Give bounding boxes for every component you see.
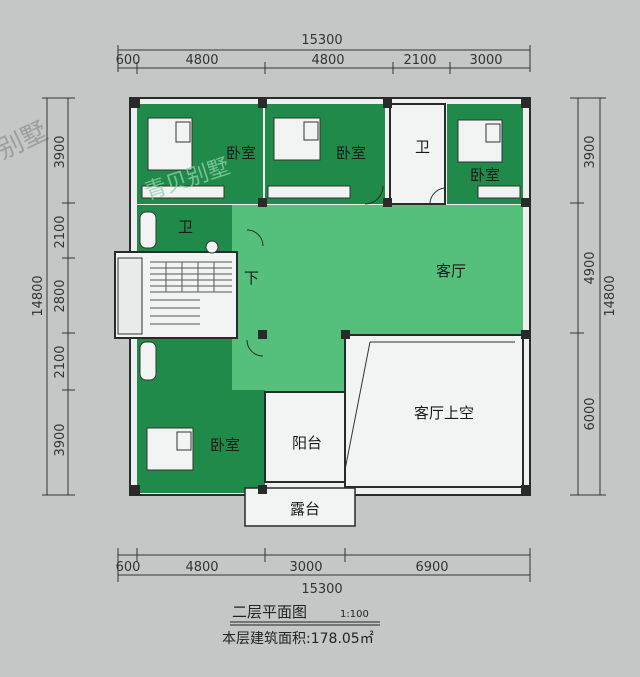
label-balcony: 阳台 (292, 434, 322, 452)
dim-top-2: 4800 (185, 53, 218, 68)
label-living: 客厅 (436, 262, 466, 280)
top-dimensions (117, 45, 531, 74)
living-void-floor (344, 334, 524, 488)
watermark-left: 别墅 (0, 116, 53, 165)
bed-nw (147, 117, 193, 171)
dim-left-1: 3900 (53, 135, 68, 168)
dim-top-5: 3000 (469, 53, 502, 68)
dim-bottom-4: 6900 (415, 560, 448, 575)
dim-left-total: 14800 (31, 275, 46, 316)
dim-right-2: 4900 (583, 251, 598, 284)
wardrobe-n (267, 185, 351, 199)
void-diagonal-2 (344, 341, 371, 471)
stair-treads (150, 261, 232, 325)
label-stair-down: 下 (244, 269, 259, 287)
dim-top-3: 4800 (311, 53, 344, 68)
label-bedroom-nw: 卧室 (226, 144, 256, 162)
stair-window (117, 257, 143, 335)
wardrobe-ne (477, 185, 521, 199)
caption-scale: 1:100 (340, 609, 369, 620)
dim-top-4: 2100 (403, 53, 436, 68)
label-bedroom-n: 卧室 (336, 144, 366, 162)
toilet-w (205, 240, 219, 254)
caption-title: 二层平面图 (232, 603, 307, 621)
wardrobe-nw (141, 185, 225, 199)
bed-sw (146, 427, 194, 471)
dim-bottom-2: 4800 (185, 560, 218, 575)
bathtub-w (139, 211, 157, 249)
label-bath-w: 卫 (178, 218, 193, 236)
bed-n (273, 117, 321, 161)
bathtub-sw (139, 341, 157, 381)
bed-ne (457, 119, 503, 163)
dim-left-5: 3900 (53, 423, 68, 456)
dim-right-1: 3900 (583, 135, 598, 168)
dim-bottom-1: 600 (116, 560, 141, 575)
dim-right-3: 6000 (583, 397, 598, 430)
dim-left-4: 2100 (53, 345, 68, 378)
dim-top-total: 15300 (301, 33, 342, 48)
label-bedroom-ne: 卧室 (470, 166, 500, 184)
right-dimensions (570, 97, 606, 496)
bottom-dimensions (117, 548, 531, 582)
bath-n-floor (389, 103, 446, 205)
terrace-floor (244, 487, 356, 527)
caption-area: 本层建筑面积:178.05㎡ (222, 631, 374, 647)
dim-left-2: 2100 (53, 215, 68, 248)
left-dimensions (42, 97, 75, 496)
dim-right-total: 14800 (603, 275, 618, 316)
dim-left-3: 2800 (53, 279, 68, 312)
dim-top-1: 600 (116, 53, 141, 68)
label-terrace: 露台 (290, 500, 320, 518)
door-swings (246, 185, 447, 357)
dim-bottom-total: 15300 (301, 582, 342, 597)
balcony-floor (264, 391, 346, 483)
label-bath-n: 卫 (415, 138, 430, 156)
columns (131, 99, 530, 494)
label-living-void: 客厅上空 (414, 404, 474, 422)
label-bedroom-sw: 卧室 (210, 436, 240, 454)
dim-bottom-3: 3000 (289, 560, 322, 575)
